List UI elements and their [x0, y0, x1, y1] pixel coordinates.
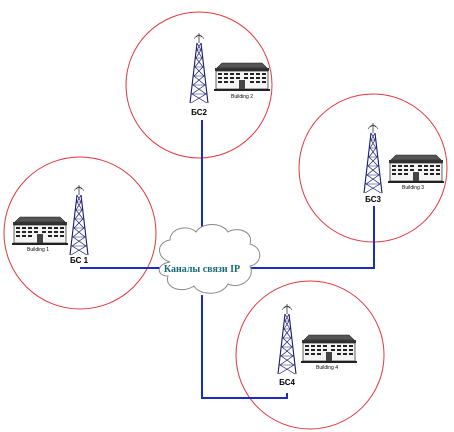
tower-icon [363, 122, 383, 194]
coverage-ring-bs2 [125, 11, 273, 159]
station-label: БС4 [279, 378, 295, 387]
building-icon [11, 216, 69, 246]
station-label: БС 1 [70, 256, 89, 265]
building-icon [300, 334, 358, 364]
site-bs4: Building 4 БС4 [277, 303, 358, 387]
link-bs4 [201, 295, 288, 399]
building-label: Building 4 [316, 365, 338, 371]
coverage-ring-bs1 [3, 156, 157, 310]
ip-cloud [158, 224, 261, 294]
site-bs3: Building 3 БС3 [363, 122, 445, 204]
building-label: Building 2 [231, 94, 253, 100]
site-bs2: Building 2 БС2 [189, 32, 271, 117]
building-label: Building 3 [402, 185, 424, 191]
tower-icon [69, 184, 89, 256]
tower-icon [189, 32, 209, 104]
building-icon [387, 154, 445, 184]
station-label: БС3 [365, 195, 381, 204]
station-label: БС2 [191, 108, 207, 117]
site-bs1: Building 1 БС 1 [11, 184, 89, 265]
building-label: Building 1 [27, 247, 49, 253]
building-icon [213, 62, 271, 92]
tower-icon [277, 303, 297, 375]
link-bs3 [240, 206, 375, 269]
cloud-label: Каналы связи IP [164, 264, 240, 275]
coverage-ring-bs4 [235, 280, 385, 430]
